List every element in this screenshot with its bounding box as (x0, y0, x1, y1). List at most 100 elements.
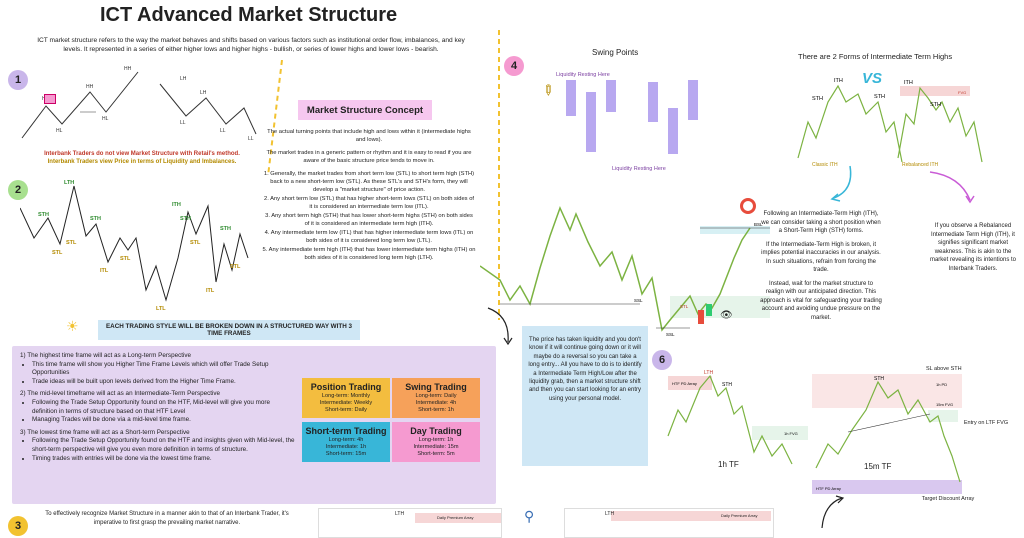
style-line: Intermediate: 1h (325, 444, 367, 450)
fvg-tag: FVG (958, 90, 966, 95)
swing-label: HH (86, 84, 94, 90)
liquidity-explainer: The price has taken liquidity and you do… (522, 326, 648, 466)
concept-para: The market trades in a generic pattern o… (266, 150, 472, 164)
concept-lead: The actual turning points that include h… (267, 129, 471, 143)
ith-paragraph: If the Intermediate-Term High is broken,… (761, 241, 881, 257)
swing-label: HL (102, 116, 109, 122)
swing-label: STH (180, 216, 191, 222)
swing-label: STL (52, 250, 63, 256)
dashed-divider (498, 30, 500, 320)
step-badge-4: 4 (504, 56, 524, 76)
concept-rule: 5. Any intermediate term high (ITH) that… (262, 247, 476, 261)
target-icon (740, 198, 756, 214)
chart-label: STH (874, 94, 885, 100)
swing-label: LTH (64, 180, 74, 186)
one-hour-tf-label: 1h TF (718, 460, 739, 469)
swing-points-title: Swing Points (592, 48, 639, 57)
market-structure-swings: HH HH HH HL HL LH LH LL LL LL (21, 66, 257, 142)
swing-label: ITL (100, 268, 109, 274)
style-line: Long-term: 1h (418, 437, 454, 443)
chart-label: STH (874, 376, 884, 382)
chart-label: LTH (704, 370, 713, 376)
style-name: Position Trading (310, 382, 382, 392)
step-badge-2: 2 (8, 180, 28, 200)
ith-paragraph: Following an Intermediate-Term High (ITH… (761, 211, 881, 234)
style-card-day: Day Trading Long-term: 1h Intermediate: … (392, 422, 480, 462)
swing-candles (566, 80, 698, 154)
ith-title: There are 2 Forms of Intermediate Term H… (798, 52, 953, 61)
magnifier-icon: ⚲ (524, 508, 535, 524)
swing-label: LH (180, 76, 187, 82)
fifteen-min-tf-label: 15m TF (864, 462, 892, 471)
chart-label: SSL (634, 298, 643, 303)
eye-icon: 👁 (720, 310, 733, 321)
swing-label: STL (190, 240, 201, 246)
arrow-icon (821, 495, 845, 529)
vs-label: VS (862, 70, 883, 87)
chart-label: SSL (666, 332, 675, 337)
tf-heading: 2) The mid-level timeframe will act as a… (20, 390, 221, 398)
premium-array-chart-2: Daily Premium Array LTH (564, 508, 774, 538)
swing-label: ITH (172, 202, 181, 208)
ith-forms-chart: ITH STH STH ITH STH FVG (797, 78, 983, 163)
chart-tag: 15m FVG (936, 402, 953, 407)
style-name: Short-term Trading (305, 426, 387, 436)
swing-label: ITL (206, 288, 215, 294)
classic-ith-label: Classic ITH (812, 162, 838, 168)
chart-label: ITH (834, 78, 843, 84)
swing-hierarchy-chart: LTH STH STH STL STL ITL STL LTL ITH STH … (20, 180, 249, 312)
swing-label: STH (220, 226, 231, 232)
fifteen-min-chart: STH 1h PD 15m FVG HTF PD Array (812, 374, 962, 494)
ith-paragraph: Instead, wait for the market structure t… (760, 280, 882, 321)
swing-label: STL (230, 264, 241, 270)
tf-bullet: Following the Trade Setup Opportunity fo… (32, 399, 296, 416)
liquidity-bottom-label: Liquidity Resting Here (612, 166, 666, 172)
style-line: Intermediate: Weekly (319, 400, 373, 406)
tf-bullet: Following the Trade Setup Opportunity fo… (32, 437, 296, 454)
interbank-note: Interbank Traders view Price in terms of… (47, 159, 237, 165)
one-hour-chart: LTH STH HTF PD Array 1h FVG (667, 370, 808, 465)
style-card-swing: Swing Trading Long-term: Daily Intermedi… (392, 378, 480, 418)
intro-text: ICT market structure refers to the way t… (37, 37, 465, 53)
swing-label: STL (120, 256, 131, 262)
chart-label: BSL (754, 222, 763, 227)
chart-tag: 1h PD (936, 382, 947, 387)
swing-label: LTL (156, 306, 166, 312)
narrative-text: To effectively recognize Market Structur… (45, 511, 289, 526)
concept-text: The actual turning points that include h… (262, 128, 476, 263)
style-line: Short-term: Daily (325, 407, 367, 413)
curved-arrows (830, 165, 975, 204)
tf-bullet: Managing Trades will be done via a mid-l… (32, 416, 296, 425)
retail-note: Interbank Traders do not view Market Str… (44, 151, 240, 157)
liquidity-sweep-chart: SSL STL SSL BSL (480, 206, 770, 337)
style-line: Long-term: Daily (415, 393, 457, 399)
style-card-position: Position Trading Long-term: Monthly Inte… (302, 378, 390, 418)
swing-label: LH (200, 90, 207, 96)
tf-bullet: Timing trades with entries will be done … (32, 455, 296, 464)
style-line: Intermediate: 4h (415, 400, 457, 406)
page-title: ICT Advanced Market Structure (100, 4, 398, 26)
style-line: Long-term: Monthly (321, 393, 371, 399)
step-badge-6: 6 (652, 350, 672, 370)
rebalanced-ith-label: Rebalanced ITH (902, 162, 939, 168)
tf-bullet: Trade ideas will be built upon levels de… (32, 378, 296, 387)
chart-label: STH (812, 96, 823, 102)
tf-heading: 1) The highest time frame will act as a … (20, 352, 192, 359)
rebalanced-ith-explainer: If you observe a Rebalanced Intermediate… (929, 223, 1017, 272)
chart-label: ITH (904, 80, 913, 86)
swing-label: LL (220, 128, 226, 134)
liquidity-top-label: Liquidity Resting Here (556, 72, 610, 78)
swing-label: STH (38, 212, 49, 218)
premium-array-tag: Daily Premium Array (611, 511, 771, 521)
style-line: Long-term: 4h (328, 437, 364, 443)
chart-label: STL (680, 304, 689, 309)
timeframe-banner: EACH TRADING STYLE WILL BE BROKEN DOWN I… (98, 320, 360, 340)
swing-label: LL (180, 120, 186, 126)
concept-rule: 1. Generally, the market trades from sho… (263, 171, 475, 193)
swing-label: HH (124, 66, 132, 72)
chart-tag: HTF PD Array (816, 486, 841, 491)
chart-tag: HTF PD Array (672, 381, 697, 386)
concept-rule: 3. Any short term high (STH) that has lo… (265, 213, 473, 227)
premium-array-tag: Daily Premium Array (415, 513, 501, 523)
style-name: Day Trading (410, 426, 462, 436)
